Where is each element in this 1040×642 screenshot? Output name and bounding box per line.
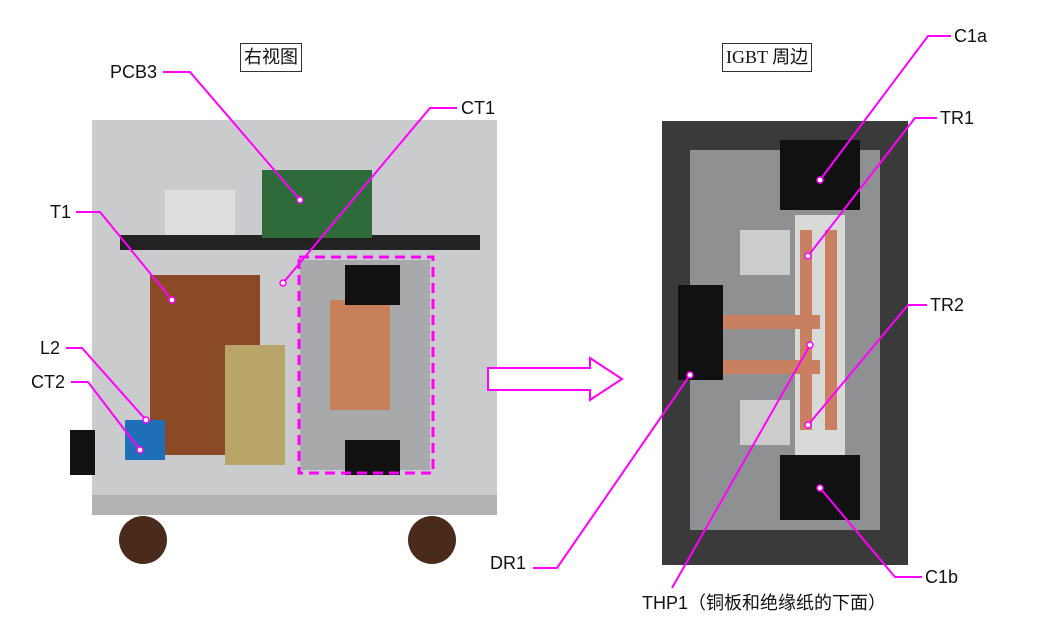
label-pcb3: PCB3	[110, 62, 158, 82]
igbt-area-title: IGBT 周边	[722, 43, 813, 72]
callout-line-tr2	[807, 304, 927, 426]
callout-line-pcb3	[163, 71, 301, 201]
right-view-title: 右视图	[240, 43, 302, 72]
callout-line-tr1	[807, 117, 937, 257]
igbt-highlight-box	[297, 255, 435, 475]
arrow-icon	[487, 356, 624, 402]
callout-line-t1	[76, 211, 173, 301]
label-thp1: THP1（铜板和绝缘纸的下面）	[642, 593, 887, 613]
callout-line-c1b	[819, 487, 922, 578]
callout-line-dr1	[533, 374, 691, 569]
callout-line-l2	[66, 347, 147, 421]
label-ct1: CT1	[461, 98, 496, 118]
label-tr1: TR1	[940, 108, 975, 128]
callout-lines	[66, 35, 951, 589]
label-l2: L2	[40, 338, 61, 358]
label-dr1: DR1	[490, 553, 527, 573]
label-ct2: CT2	[31, 372, 66, 392]
igbt-closeup-photo	[662, 121, 908, 565]
label-tr2: TR2	[930, 295, 965, 315]
label-c1b: C1b	[925, 567, 959, 587]
label-t1: T1	[50, 202, 72, 222]
callout-line-ct2	[71, 381, 141, 451]
callout-line-thp1	[671, 344, 811, 589]
label-c1a: C1a	[954, 26, 988, 46]
welder-right-view-photo	[70, 120, 497, 564]
callout-line-c1a	[819, 35, 951, 181]
callout-line-ct1	[282, 107, 457, 284]
